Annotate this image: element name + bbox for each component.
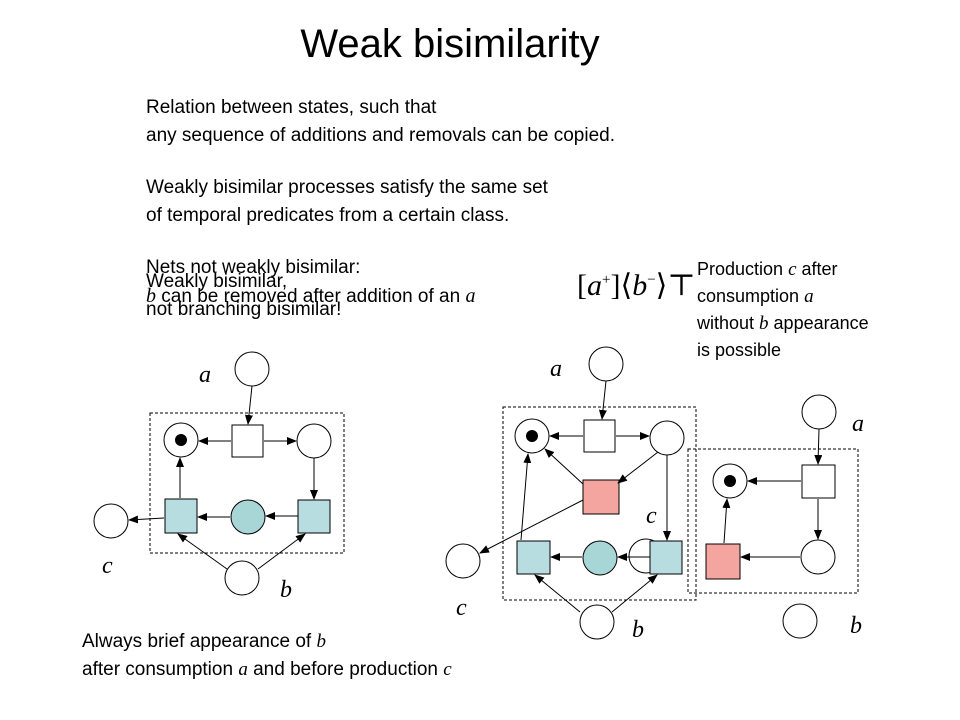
- left-transition-top: [231, 424, 264, 458]
- page-title: Weak bisimilarity: [300, 22, 600, 66]
- weakly-line-2: of temporal predicates from a certain cl…: [146, 205, 510, 226]
- right-net-boundary: [687, 448, 859, 594]
- mid-place-a: [588, 346, 624, 382]
- mid-transition-right: [649, 540, 683, 575]
- mid-net-boundary: [502, 406, 697, 601]
- mid-transition-top: [583, 419, 616, 453]
- label-mid-b: b: [632, 617, 644, 643]
- mid-place-mid: [582, 540, 618, 576]
- bottom-note: Always brief appearance of b after consu…: [82, 628, 452, 684]
- left-place-a: [234, 351, 270, 387]
- nets-not-line-1: Nets not weakly bisimilar:: [146, 257, 361, 278]
- overlay-line-2: not branching bisimilar!: [146, 299, 342, 320]
- nets-not-line-2: b can be removed after addition of an a: [146, 285, 476, 307]
- right-transition-red: [705, 543, 741, 580]
- label-left-c: c: [102, 553, 113, 579]
- label-mid-c: c: [456, 595, 467, 621]
- left-transition-left: [164, 498, 198, 534]
- production-line-2: consumption a: [697, 286, 814, 307]
- weakly-line-1: Weakly bisimilar processes satisfy the s…: [146, 177, 548, 198]
- left-token: [175, 434, 187, 446]
- mid-place-right: [649, 420, 685, 456]
- bottom-note-line-2: after consumption a and before productio…: [82, 659, 452, 680]
- left-net-boundary: [149, 412, 345, 554]
- right-transition-top: [801, 464, 836, 499]
- right-place-a: [801, 394, 837, 430]
- label-right-a: a: [852, 411, 864, 437]
- production-line-4: is possible: [697, 340, 782, 360]
- right-place-mid: [800, 539, 836, 575]
- label-mid-c-inner: c: [646, 503, 657, 529]
- overlay-line-1: Weakly bisimilar,: [146, 271, 288, 292]
- right-token: [724, 475, 736, 487]
- production-line-3: without b appearance: [697, 313, 869, 334]
- label-left-a: a: [199, 362, 211, 388]
- label-left-b: b: [280, 577, 292, 603]
- label-right-b: b: [850, 613, 862, 639]
- weakly-text: Weakly bisimilar processes satisfy the s…: [146, 174, 548, 230]
- relation-text: Relation between states, such that any s…: [146, 94, 615, 150]
- mid-transition-left: [516, 540, 551, 575]
- mid-place-c: [445, 543, 481, 579]
- nets-not-text: Nets not weakly bisimilar: b can be remo…: [146, 254, 475, 311]
- production-line-1: Production c after: [697, 259, 838, 280]
- overlay-text: Weakly bisimilar, not branching bisimila…: [146, 268, 341, 324]
- left-transition-right: [297, 499, 331, 534]
- left-place-b: [224, 560, 260, 596]
- right-place-b: [782, 603, 818, 639]
- left-place-right: [296, 423, 332, 459]
- mid-transition-red: [582, 479, 620, 515]
- relation-line-2: any sequence of additions and removals c…: [146, 125, 615, 146]
- production-note: Production c after consumption a without…: [697, 256, 869, 364]
- label-mid-a: a: [550, 356, 562, 382]
- modal-formula: [a+]⟨b−⟩⊤: [577, 269, 696, 302]
- left-place-mid: [230, 499, 266, 535]
- mid-token: [526, 430, 538, 442]
- mid-place-b: [579, 604, 615, 640]
- relation-line-1: Relation between states, such that: [146, 97, 437, 118]
- bottom-note-line-1: Always brief appearance of b: [82, 631, 326, 652]
- left-place-c: [93, 503, 129, 539]
